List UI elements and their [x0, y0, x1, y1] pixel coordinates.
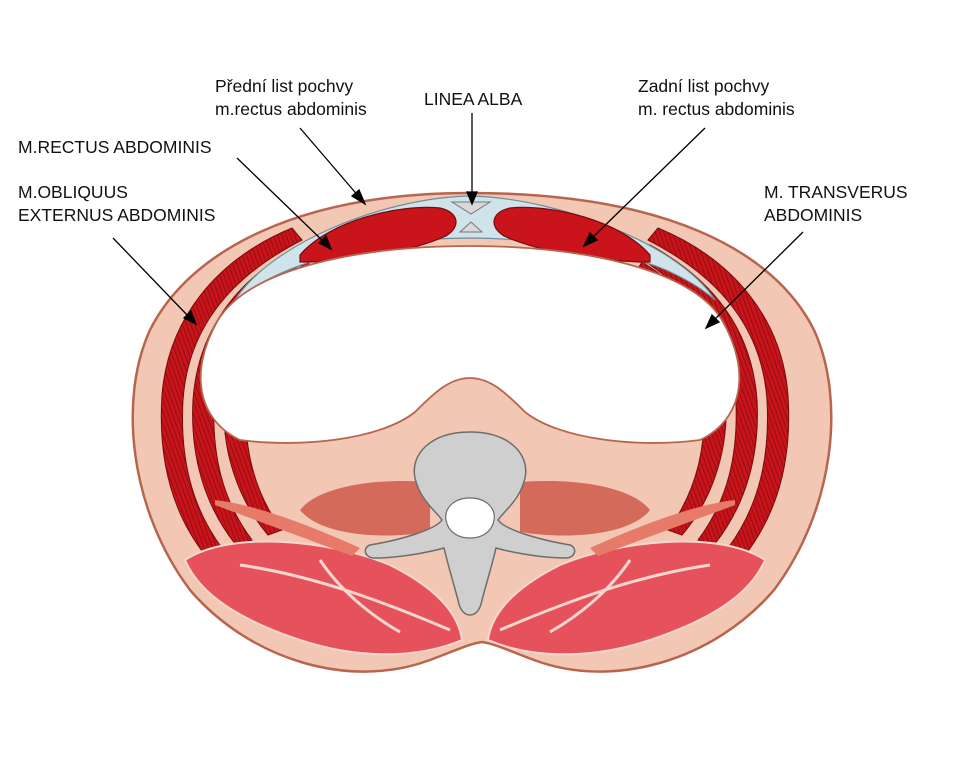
label-obliquus: M.OBLIQUUS EXTERNUS ABDOMINIS [18, 181, 215, 227]
label-rectus: M.RECTUS ABDOMINIS [18, 136, 212, 159]
arrow-posterior-sheath [589, 127, 706, 241]
leader-arrows [112, 113, 804, 330]
linea-alba-mark-bottom [458, 221, 484, 233]
quadratus-left [215, 500, 360, 556]
quadratus-right [590, 500, 735, 556]
label-posterior-sheath-line2: m. rectus abdominis [638, 99, 795, 119]
arrowhead-linea-alba [466, 191, 478, 206]
label-rectus-line1: M.RECTUS ABDOMINIS [18, 137, 212, 157]
arrow-obliquus [112, 237, 191, 319]
label-obliquus-line1: M.OBLIQUUS [18, 182, 128, 202]
label-transversus: M. TRANSVERUS ABDOMINIS [764, 181, 908, 227]
label-transversus-line2: ABDOMINIS [764, 205, 863, 225]
label-anterior-sheath-line2: m.rectus abdominis [215, 99, 367, 119]
label-transversus-line1: M. TRANSVERUS [764, 182, 908, 202]
label-posterior-sheath-line1: Zadní list pochvy [638, 76, 770, 96]
arrowhead-anterior-sheath [350, 188, 367, 206]
arrowhead-posterior-sheath [582, 231, 599, 248]
arrowhead-rectus [317, 234, 333, 251]
label-anterior-sheath: Přední list pochvy m.rectus abdominis [215, 75, 367, 121]
arrow-rectus [236, 157, 326, 244]
psoas-left [300, 480, 430, 536]
arrow-transversus [711, 231, 804, 323]
label-obliquus-line2: EXTERNUS ABDOMINIS [18, 205, 216, 225]
label-linea-alba: LINEA ALBA [424, 88, 522, 111]
label-linea-alba-line1: LINEA ALBA [424, 89, 523, 109]
label-anterior-sheath-line1: Přední list pochvy [215, 76, 354, 96]
arrowhead-transversus [704, 313, 721, 330]
arrow-anterior-sheath [299, 127, 361, 199]
spinal-canal [445, 497, 495, 539]
psoas-right [520, 480, 650, 536]
back-muscle-line-l2 [318, 559, 401, 634]
arrowhead-obliquus [182, 309, 198, 326]
abdominal-cavity [199, 245, 741, 444]
back-muscle-line-r2 [549, 559, 632, 634]
label-posterior-sheath: Zadní list pochvy m. rectus abdominis [638, 75, 795, 121]
